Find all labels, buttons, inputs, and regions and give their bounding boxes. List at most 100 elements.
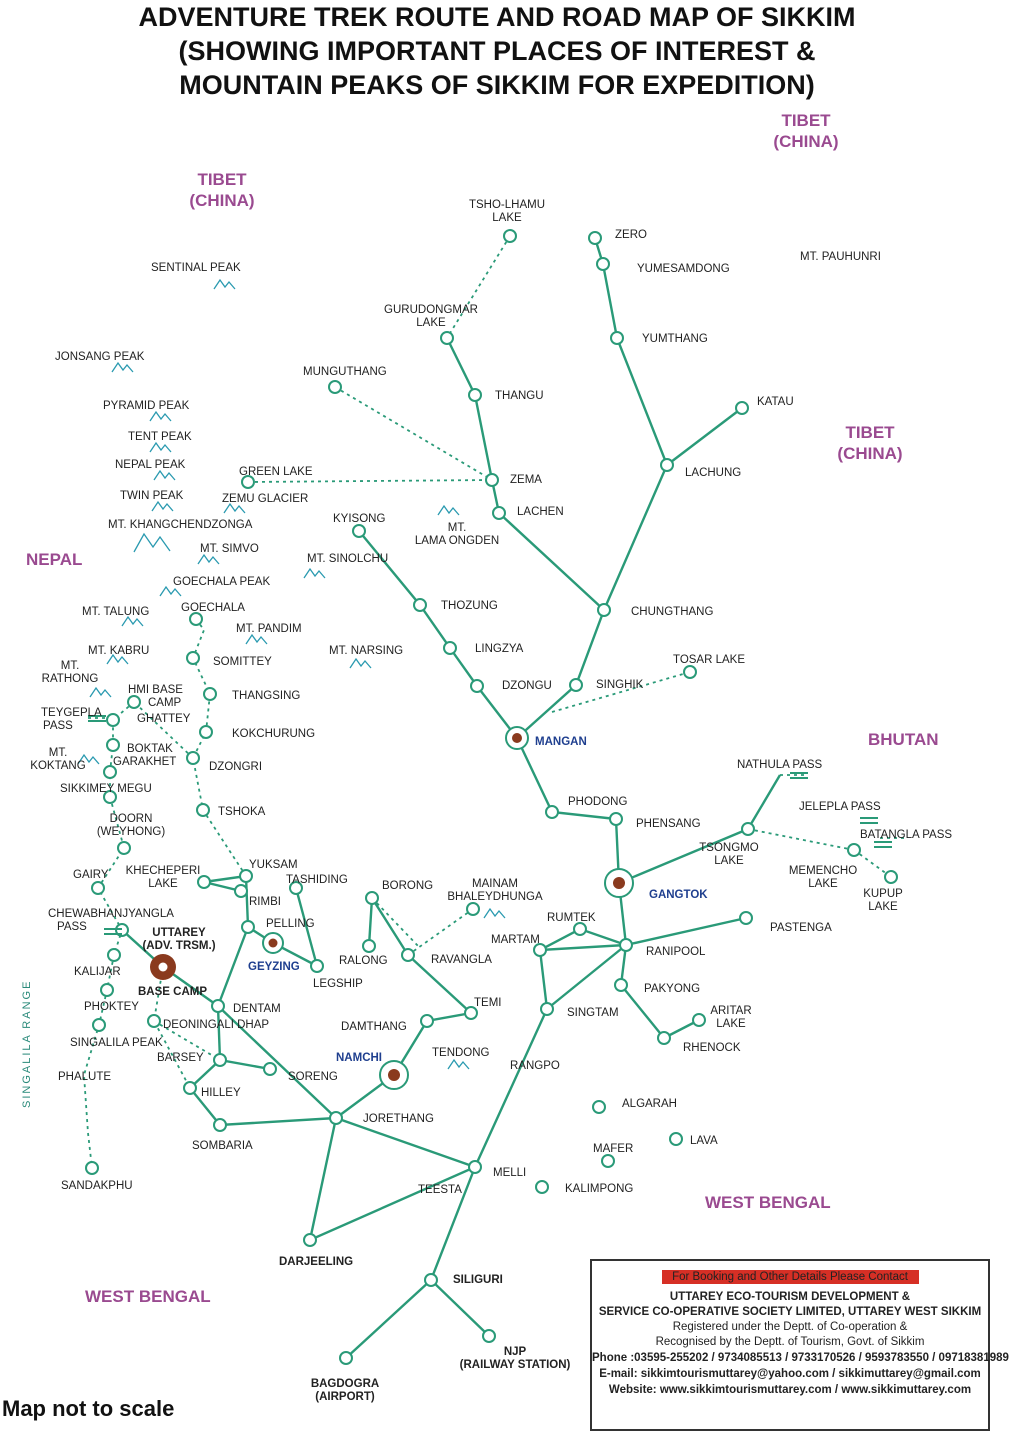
label-mt-rathong-1: MT. <box>61 660 80 672</box>
label-mt-narsing: MT. NARSING <box>329 645 403 657</box>
contact-registration-1: Registered under the Deptt. of Co-operat… <box>672 1321 908 1333</box>
label-zema: ZEMA <box>510 474 542 486</box>
mountain-icon <box>223 502 246 514</box>
label-melli: MELLI <box>493 1167 526 1179</box>
label-kyisong: KYISONG <box>333 513 385 525</box>
mountain-icon <box>151 500 174 512</box>
label-hmi-base-camp-1: HMI BASE <box>128 684 183 696</box>
mountain-icon <box>149 410 172 422</box>
label-mt-sinolchu: MT. SINOLCHU <box>307 553 388 565</box>
contact-registration-2: Recognised by the Deptt. of Tourism, Gov… <box>655 1336 925 1348</box>
label-singtam: SINGTAM <box>567 1007 619 1019</box>
region-west-bengal-left: WEST BENGAL <box>85 1287 211 1306</box>
label-geyzing: GEYZING <box>248 961 300 973</box>
label-sikkimey-megu: SIKKIMEY MEGU <box>60 783 152 795</box>
label-garakhet: GARAKHET <box>113 756 176 768</box>
label-legship: LEGSHIP <box>313 978 363 990</box>
label-katau: KATAU <box>757 396 794 408</box>
label-darjeeling: DARJEELING <box>279 1256 353 1268</box>
label-zero: ZERO <box>615 229 647 241</box>
mountain-icon <box>89 686 112 698</box>
label-bagdogra-2: (AIRPORT) <box>315 1391 375 1403</box>
region-tibet-top-2: (CHINA) <box>773 132 838 151</box>
route-nodes <box>85 229 898 1365</box>
label-yuksam: YUKSAM <box>249 859 298 871</box>
label-dentam: DENTAM <box>233 1003 281 1015</box>
mountain-icon <box>121 615 144 627</box>
label-tsongmo-1: TSONGMO <box>699 842 758 854</box>
label-tashiding: TASHIDING <box>286 874 348 886</box>
contact-header: For Booking and Other Details Please Con… <box>661 1270 919 1284</box>
mountain-icon <box>111 361 134 373</box>
region-tibet-right-2: (CHINA) <box>837 444 902 463</box>
gangtok-marker <box>604 868 634 898</box>
label-hilley: HILLEY <box>201 1087 241 1099</box>
label-teygepla-2: PASS <box>43 720 73 732</box>
label-deoningali: DEONINGALI DHAP <box>163 1019 269 1031</box>
label-somittey: SOMITTEY <box>213 656 272 668</box>
mountain-icon <box>159 585 182 597</box>
contact-phone: Phone :03595-255202 / 9734085513 / 97331… <box>592 1352 1009 1364</box>
label-batangla: BATANGLA PASS <box>860 829 952 841</box>
label-goechala-peak: GOECHALA PEAK <box>173 576 270 588</box>
label-doorn-2: (WEYHONG) <box>97 826 166 838</box>
label-sandakphu: SANDAKPHU <box>61 1180 133 1192</box>
label-twin-peak: TWIN PEAK <box>120 490 184 502</box>
label-lingzya: LINGZYA <box>475 643 524 655</box>
label-khecheperi-1: KHECHEPERI <box>126 865 201 877</box>
region-tibet-right-1: TIBET <box>845 423 895 442</box>
label-phodong: PHODONG <box>568 796 627 808</box>
label-mt-kabru: MT. KABRU <box>88 645 149 657</box>
mountain-icon <box>197 553 220 565</box>
label-memencho-2: LAKE <box>808 878 838 890</box>
title-line-2: (SHOWING IMPORTANT PLACES OF INTEREST & <box>178 36 816 66</box>
mountain-icon <box>447 1058 470 1070</box>
label-damthang: DAMTHANG <box>341 1021 407 1033</box>
label-pastenga: PASTENGA <box>770 922 832 934</box>
label-lava: LAVA <box>690 1135 718 1147</box>
label-barsey: BARSEY <box>157 1052 204 1064</box>
label-nepal-peak: NEPAL PEAK <box>115 459 186 471</box>
label-singalila-peak: SINGALILA PEAK <box>70 1037 163 1049</box>
label-njp-1: NJP <box>504 1346 527 1358</box>
region-tibet-top-1: TIBET <box>781 111 831 130</box>
label-tosar-lake: TOSAR LAKE <box>673 654 745 666</box>
label-singhik: SINGHIK <box>596 679 644 691</box>
mountain-icon <box>483 907 506 919</box>
label-doorn-1: DOORN <box>110 813 153 825</box>
label-gurudongmar-1: GURUDONGMAR <box>384 304 478 316</box>
contact-email: E-mail: sikkimtourismuttarey@yahoo.com /… <box>599 1368 981 1380</box>
label-teygepla-1: TEYGEPLA <box>41 707 102 719</box>
region-west-bengal-right: WEST BENGAL <box>705 1193 831 1212</box>
label-ghattey: GHATTEY <box>137 713 191 725</box>
label-phoktey: PHOKTEY <box>84 1001 139 1013</box>
pass-symbols <box>88 715 892 935</box>
label-sentinal-peak: SENTINAL PEAK <box>151 262 241 274</box>
label-gangtok: GANGTOK <box>649 889 708 901</box>
contact-box: For Booking and Other Details Please Con… <box>590 1259 1009 1431</box>
label-teesta: TEESTA <box>418 1184 462 1196</box>
label-jorethang: JORETHANG <box>363 1113 434 1125</box>
label-kokchurung: KOKCHURUNG <box>232 728 315 740</box>
label-mt-rathong-2: RATHONG <box>42 673 99 685</box>
label-mt-pandim: MT. PANDIM <box>236 623 302 635</box>
label-jelepla: JELEPLA PASS <box>799 801 881 813</box>
mountain-icon <box>149 441 172 453</box>
label-rangpo: RANGPO <box>510 1060 560 1072</box>
base-camp-marker <box>150 954 176 980</box>
label-thozung: THOZUNG <box>441 600 498 612</box>
label-pelling: PELLING <box>266 918 315 930</box>
label-khecheperi-2: LAKE <box>148 878 178 890</box>
label-tendong: TENDONG <box>432 1047 490 1059</box>
label-phensang: PHENSANG <box>636 818 701 830</box>
label-thangsing: THANGSING <box>232 690 300 702</box>
label-tsongmo-2: LAKE <box>714 855 744 867</box>
label-yumesamdong: YUMESAMDONG <box>637 263 730 275</box>
label-aritar-2: LAKE <box>716 1018 746 1030</box>
label-dzongu: DZONGU <box>502 680 552 692</box>
label-lachung: LACHUNG <box>685 467 741 479</box>
scale-note: Map not to scale <box>2 1396 175 1421</box>
label-zemu-glacier: ZEMU GLACIER <box>222 493 308 505</box>
title-line-3: MOUNTAIN PEAKS OF SIKKIM FOR EXPEDITION) <box>179 70 815 100</box>
